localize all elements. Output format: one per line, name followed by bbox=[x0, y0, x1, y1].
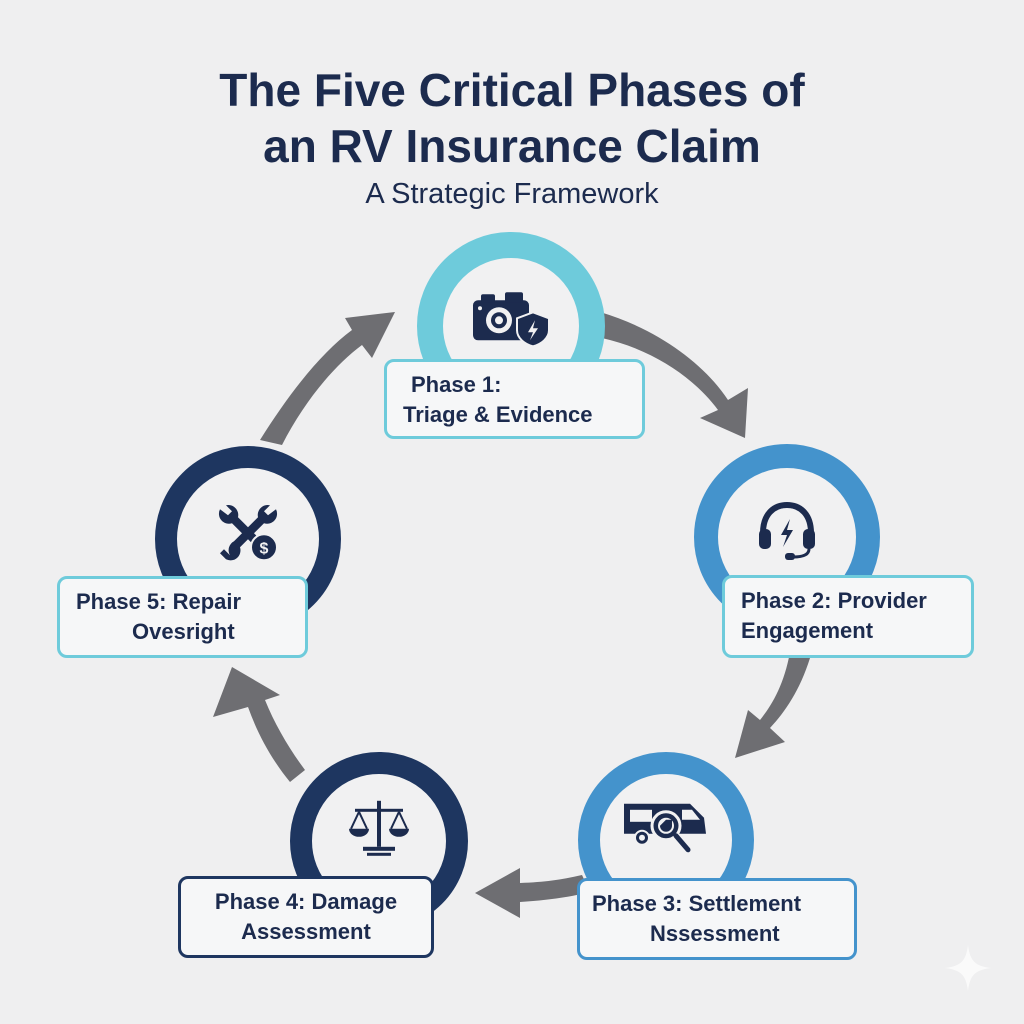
wrench-dollar-icon: $ bbox=[216, 501, 280, 566]
page-title: The Five Critical Phases of an RV Insura… bbox=[0, 62, 1024, 174]
phase-4-line-1: Phase 4: Damage bbox=[214, 889, 398, 914]
phase-5-line-1: Phase 5: Repair bbox=[76, 589, 242, 614]
arrow-phase2-to-phase3 bbox=[735, 652, 810, 758]
svg-text:$: $ bbox=[260, 540, 269, 557]
phase-1-line-1: Phase 1: bbox=[411, 372, 502, 397]
phase-2-line-1: Phase 2: Provider bbox=[741, 588, 927, 613]
title-line-1: The Five Critical Phases of bbox=[219, 64, 805, 116]
phase-2-line-2: Engagement bbox=[741, 618, 874, 643]
phase-1-label: Phase 1: Triage & Evidence bbox=[384, 359, 645, 439]
sparkle-icon bbox=[943, 943, 993, 998]
phase-1-line-2: Triage & Evidence bbox=[403, 402, 593, 427]
phase-4-line-2: Assessment bbox=[241, 919, 371, 944]
rv-magnifier-icon bbox=[620, 796, 712, 861]
phase-3-line-1: Phase 3: Settlement bbox=[592, 891, 802, 916]
camera-shield-icon bbox=[471, 288, 551, 353]
phase-2-label: Phase 2: Provider Engagement bbox=[722, 575, 974, 658]
title-line-2: an RV Insurance Claim bbox=[263, 120, 761, 172]
phase-4-label: Phase 4: Damage Assessment bbox=[178, 876, 434, 958]
headset-lightning-icon bbox=[755, 497, 819, 566]
arrow-phase3-to-phase4 bbox=[475, 868, 590, 918]
arrow-phase4-to-phase5 bbox=[213, 667, 305, 782]
page-subtitle: A Strategic Framework bbox=[365, 178, 659, 210]
phase-3-line-2: Nssessment bbox=[650, 921, 780, 946]
scales-icon bbox=[347, 797, 411, 862]
phase-5-line-2: Ovesright bbox=[132, 619, 235, 644]
phase-3-label: Phase 3: Settlement Nssessment bbox=[577, 878, 857, 960]
arrow-phase5-to-phase1 bbox=[260, 312, 395, 445]
phase-5-label: Phase 5: Repair Ovesright bbox=[57, 576, 308, 658]
arrow-phase1-to-phase2 bbox=[600, 312, 748, 438]
